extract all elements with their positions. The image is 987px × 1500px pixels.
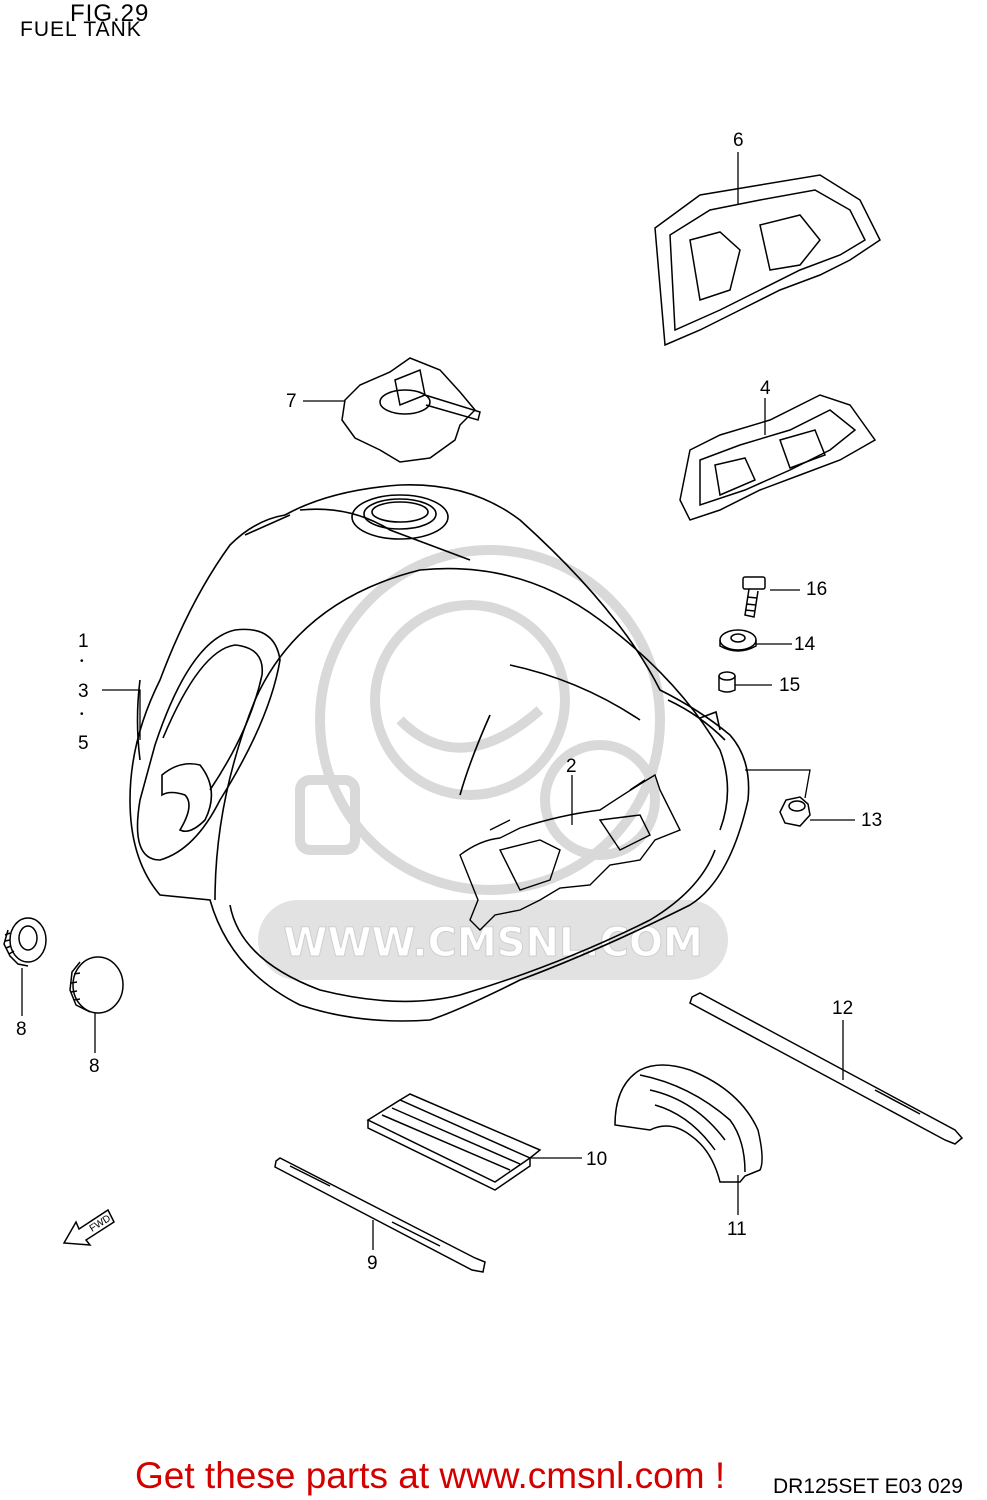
callout-dot-1: • bbox=[80, 656, 84, 667]
promo-link[interactable]: Get these parts at www.cmsnl.com ! bbox=[135, 1455, 726, 1496]
callout-4: 4 bbox=[760, 378, 771, 399]
band-drawing-12 bbox=[689, 992, 964, 1145]
cap-drawing-8b bbox=[69, 956, 124, 1014]
figure-number: FIG.29 bbox=[70, 0, 150, 27]
callout-3: 3 bbox=[78, 681, 89, 702]
callout-9: 9 bbox=[367, 1253, 378, 1274]
callout-5: 5 bbox=[78, 733, 89, 754]
callout-14: 14 bbox=[794, 634, 816, 655]
leader-1-3-5 bbox=[102, 689, 141, 740]
callout-1: 1 bbox=[78, 631, 89, 652]
callout-8-right: 8 bbox=[89, 1056, 100, 1077]
cushion-strip-drawing bbox=[366, 1093, 542, 1191]
emblem-drawing-2 bbox=[459, 773, 681, 931]
callout-10: 10 bbox=[586, 1149, 608, 1170]
fwd-arrow-icon bbox=[62, 1208, 115, 1246]
diagram-code: DR125SET E03 029 bbox=[773, 1475, 963, 1498]
fuel-cap-drawing bbox=[341, 357, 481, 463]
leader-lines bbox=[21, 152, 855, 1250]
cushion-drawing bbox=[779, 796, 811, 827]
callout-12: 12 bbox=[832, 998, 854, 1019]
callout-8-left: 8 bbox=[16, 1019, 27, 1040]
diagram-title: FUEL TANK bbox=[20, 18, 142, 41]
washer-drawing bbox=[719, 629, 757, 652]
callout-2: 2 bbox=[566, 756, 577, 777]
callout-6: 6 bbox=[733, 130, 744, 151]
decal-drawing-4 bbox=[679, 394, 877, 521]
decal-drawing-6 bbox=[654, 174, 881, 347]
watermark-banner bbox=[258, 900, 728, 980]
cushion-cover-drawing bbox=[614, 1064, 763, 1183]
callout-11: 11 bbox=[727, 1219, 747, 1240]
band-drawing-9 bbox=[274, 1157, 486, 1273]
bolt-drawing bbox=[742, 576, 766, 618]
callout-16: 16 bbox=[806, 579, 828, 600]
watermark-text: WWW.CMSNL.COM bbox=[283, 920, 703, 966]
callout-13: 13 bbox=[861, 810, 883, 831]
watermark-logo bbox=[295, 545, 665, 895]
leader-13a bbox=[745, 769, 811, 799]
collar-drawing bbox=[718, 671, 736, 693]
cap-drawing-8a bbox=[3, 917, 47, 967]
callout-15: 15 bbox=[779, 675, 801, 696]
callout-7: 7 bbox=[286, 391, 297, 412]
callout-dot-2: • bbox=[80, 709, 84, 720]
